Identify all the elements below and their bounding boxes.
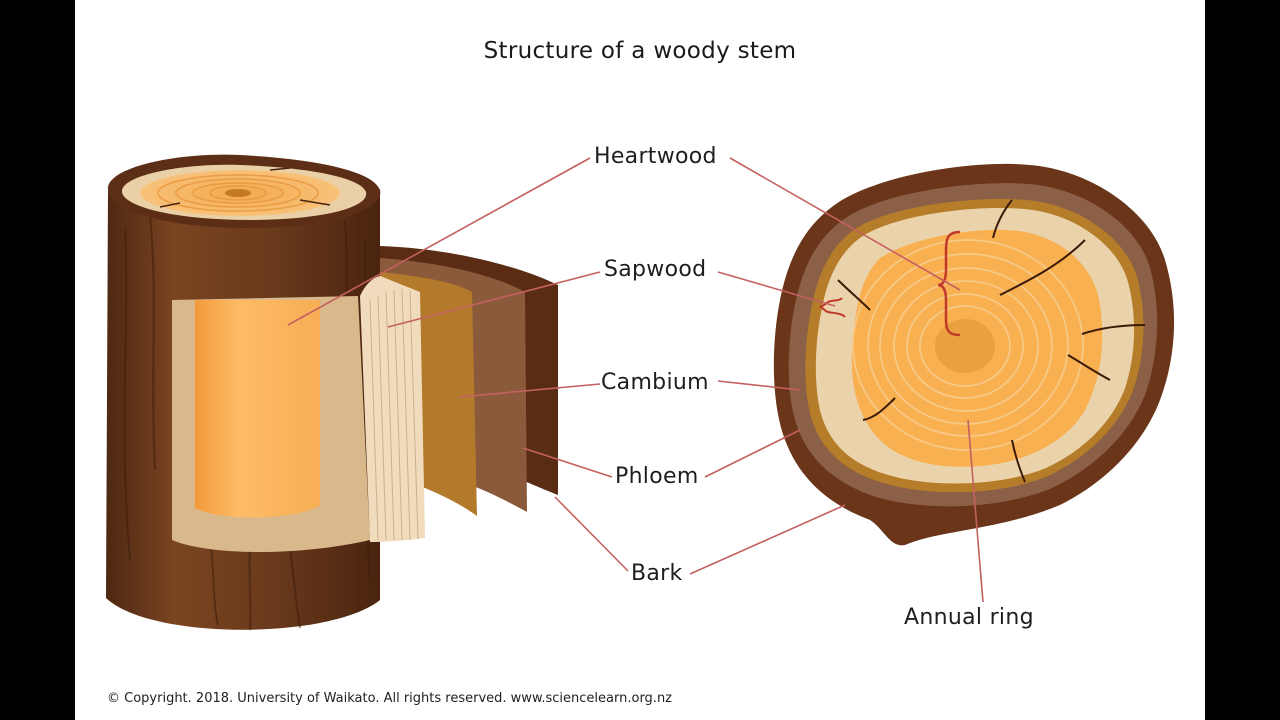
bark-leader-right <box>689 504 846 575</box>
leader-lines <box>287 157 984 603</box>
heartwood-bracket <box>937 230 961 337</box>
cambium-leader-right <box>717 380 801 391</box>
sapwood-leader-right <box>717 271 836 307</box>
stem-cross-section <box>773 163 1175 546</box>
label-bark: Bark <box>631 561 683 586</box>
diagram-title: Structure of a woody stem <box>483 38 797 64</box>
phloem-leader-right <box>704 429 801 478</box>
pith <box>935 319 995 373</box>
heartwood-leader-right <box>729 157 961 291</box>
label-heartwood: Heartwood <box>594 144 717 169</box>
cambium-leader-left <box>458 383 601 398</box>
phloem-leader-left <box>522 447 613 478</box>
label-annual-ring: Annual ring <box>904 605 1034 630</box>
growth-rings <box>852 239 1084 451</box>
bark-leader-left <box>554 496 629 572</box>
label-cambium: Cambium <box>601 370 709 395</box>
label-sapwood: Sapwood <box>604 257 707 282</box>
sapwood-leader-left <box>387 271 601 328</box>
log-illustration <box>106 154 558 631</box>
copyright-notice: © Copyright. 2018. University of Waikato… <box>107 691 673 706</box>
cutout-heartwood <box>195 300 320 518</box>
heartwood-leader-left <box>287 157 591 326</box>
bark-cracks <box>837 199 1146 483</box>
label-phloem: Phloem <box>615 464 699 489</box>
annual-ring-leader <box>967 419 984 603</box>
sapwood-bracket <box>819 297 846 318</box>
